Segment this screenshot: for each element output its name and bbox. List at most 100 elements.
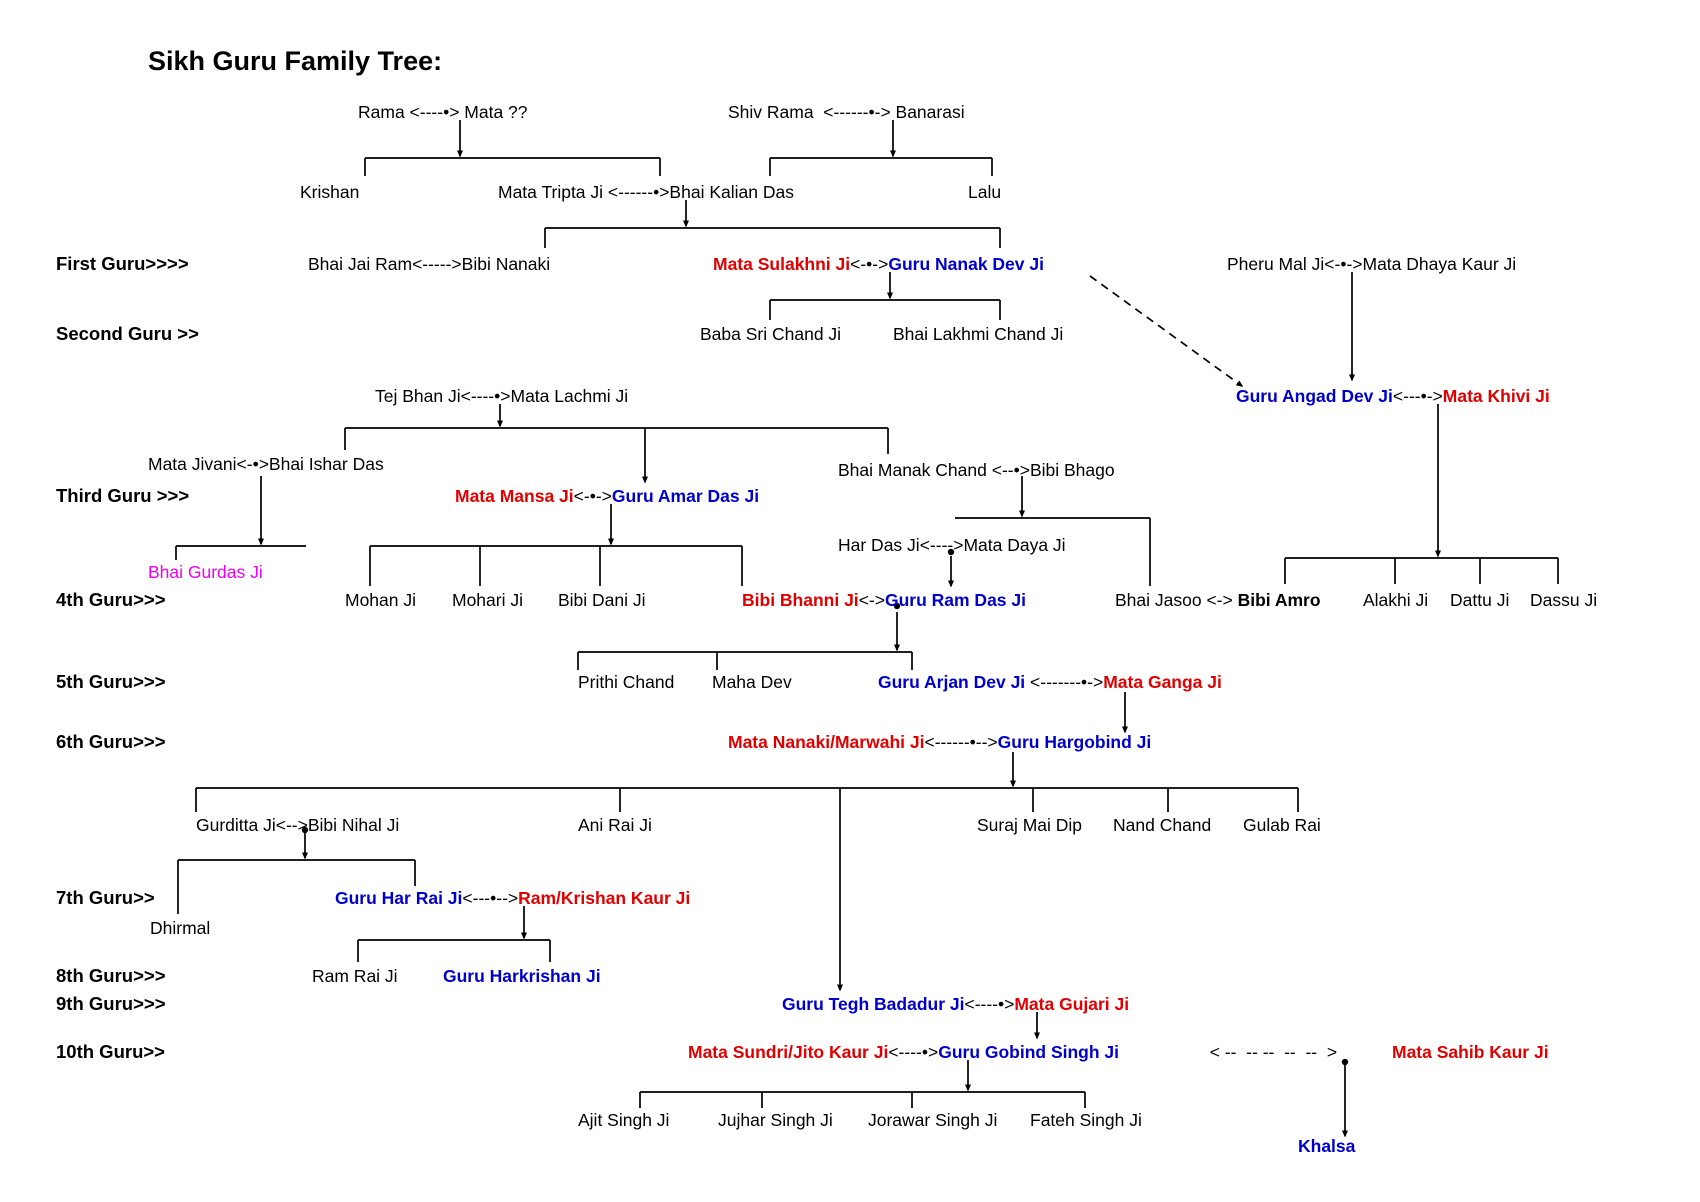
couple-jasoo-amro: Bhai Jasoo <-> Bibi Amro bbox=[1115, 590, 1321, 610]
couple-rama-mata-part-0: Rama <----•> Mata ?? bbox=[358, 101, 528, 122]
couple-nanaki-hargobind-part-0: Mata Nanaki/Marwahi Ji bbox=[728, 731, 925, 752]
person-khalsa-part-0: Khalsa bbox=[1298, 1135, 1356, 1156]
person-bibi-dani: Bibi Dani Ji bbox=[558, 590, 646, 610]
person-bibi-dani-part-0: Bibi Dani Ji bbox=[558, 589, 646, 610]
person-lalu: Lalu bbox=[968, 182, 1001, 202]
couple-gurditta-nihal: Gurditta Ji<-->Bibi Nihal Ji bbox=[196, 815, 399, 835]
couple-hardas-daya-part-0: Har Das Ji bbox=[838, 534, 920, 555]
person-suraj-mai-dip-part-0: Suraj Mai Dip bbox=[977, 814, 1083, 835]
label-6th-guru: 6th Guru>>> bbox=[56, 731, 166, 752]
person-khalsa: Khalsa bbox=[1298, 1136, 1355, 1156]
couple-tripta-kalian-part-0: Mata Tripta Ji <------•>Bhai Kalian Das bbox=[498, 181, 794, 202]
person-bhai-gurdas-part-0: Bhai Gurdas Ji bbox=[148, 561, 263, 582]
couple-jivani-ishar-part-1: <-•> bbox=[236, 453, 269, 474]
person-mohari: Mohari Ji bbox=[452, 590, 523, 610]
person-mohan-part-0: Mohan Ji bbox=[345, 589, 417, 610]
couple-sundri-gobind-part-0: Mata Sundri/Jito Kaur Ji bbox=[688, 1041, 889, 1062]
couple-harrai-ramkrishan: Guru Har Rai Ji<---•-->Ram/Krishan Kaur … bbox=[335, 888, 690, 908]
couple-pherumal-dhaya: Pheru Mal Ji<-•->Mata Dhaya Kaur Ji bbox=[1227, 254, 1516, 274]
person-guru-harkrishan-part-0: Guru Harkrishan Ji bbox=[443, 965, 601, 986]
couple-mansa-amardas: Mata Mansa Ji<-•->Guru Amar Das Ji bbox=[455, 486, 759, 506]
couple-bhanni-ramdas-part-1: <-> bbox=[858, 589, 885, 610]
couple-arjan-ganga-part-0: Guru Arjan Dev Ji bbox=[878, 671, 1031, 692]
couple-tegh-gujari: Guru Tegh Badadur Ji<----•>Mata Gujari J… bbox=[782, 994, 1129, 1014]
person-dattu-part-0: Dattu Ji bbox=[1450, 589, 1510, 610]
label-third-guru: Third Guru >>> bbox=[56, 485, 190, 506]
couple-sundri-gobind-part-2: Guru Gobind Singh Ji bbox=[938, 1041, 1120, 1062]
person-ram-rai: Ram Rai Ji bbox=[312, 966, 398, 986]
label-9th-guru: 9th Guru>>> bbox=[56, 993, 166, 1014]
couple-bhanni-ramdas-part-2: Guru Ram Das Ji bbox=[884, 589, 1026, 610]
couple-hardas-daya-part-2: Mata Daya Ji bbox=[963, 534, 1066, 555]
person-mata-sahib-kaur: Mata Sahib Kaur Ji bbox=[1392, 1042, 1549, 1062]
person-fateh-singh: Fateh Singh Ji bbox=[1030, 1110, 1142, 1130]
couple-mansa-amardas-part-1: <-•-> bbox=[573, 485, 612, 506]
couple-sundri-gobind: Mata Sundri/Jito Kaur Ji<----•>Guru Gobi… bbox=[688, 1042, 1119, 1062]
label-7th-guru: 7th Guru>> bbox=[56, 887, 155, 908]
couple-nanaki-hargobind-part-1: <------•--> bbox=[924, 731, 998, 752]
person-jujhar-singh: Jujhar Singh Ji bbox=[718, 1110, 833, 1130]
couple-harrai-ramkrishan-part-2: Ram/Krishan Kaur Ji bbox=[518, 887, 691, 908]
couple-shivrama-banarasi-part-0: Shiv Rama <------•-> Banarasi bbox=[728, 101, 965, 122]
person-baba-sri-chand: Baba Sri Chand Ji bbox=[700, 324, 841, 344]
label-10th-guru: 10th Guru>> bbox=[56, 1041, 165, 1062]
person-dhirmal-part-0: Dhirmal bbox=[150, 917, 211, 938]
person-ajit-singh: Ajit Singh Ji bbox=[578, 1110, 669, 1130]
couple-mansa-amardas-part-0: Mata Mansa Ji bbox=[455, 485, 574, 506]
couple-jasoo-amro-part-1: <-> bbox=[1206, 589, 1238, 610]
couple-arjan-ganga-part-1: <-------•-> bbox=[1030, 671, 1104, 692]
person-prithi-chand-part-0: Prithi Chand bbox=[578, 671, 675, 692]
couple-nanaki-hargobind-part-2: Guru Hargobind Ji bbox=[997, 731, 1152, 752]
couple-manak-bhago-part-1: <--•> bbox=[991, 459, 1030, 480]
couple-shivrama-banarasi: Shiv Rama <------•-> Banarasi bbox=[728, 102, 965, 122]
couple-sulakhni-nanak: Mata Sulakhni Ji<-•->Guru Nanak Dev Ji bbox=[713, 254, 1044, 274]
couple-manak-bhago-part-2: Bibi Bhago bbox=[1029, 459, 1115, 480]
couple-sundri-gobind-part-1: <----•> bbox=[888, 1041, 939, 1062]
person-bhai-gurdas: Bhai Gurdas Ji bbox=[148, 562, 263, 582]
couple-tegh-gujari-part-0: Guru Tegh Badadur Ji bbox=[782, 993, 965, 1014]
couple-arjan-ganga-part-2: Mata Ganga Ji bbox=[1103, 671, 1222, 692]
couple-jivani-ishar-part-2: Bhai Ishar Das bbox=[268, 453, 384, 474]
person-gulab-rai: Gulab Rai bbox=[1243, 815, 1321, 835]
person-krishan-part-0: Krishan bbox=[300, 181, 360, 202]
person-ram-rai-part-0: Ram Rai Ji bbox=[312, 965, 398, 986]
couple-sulakhni-nanak-part-0: Mata Sulakhni Ji bbox=[713, 253, 851, 274]
person-suraj-mai-dip: Suraj Mai Dip bbox=[977, 815, 1082, 835]
couple-gurditta-nihal-part-1: <--> bbox=[275, 814, 308, 835]
couple-tegh-gujari-part-2: Mata Gujari Ji bbox=[1014, 993, 1130, 1014]
couple-harrai-ramkrishan-part-0: Guru Har Rai Ji bbox=[335, 887, 463, 908]
person-mohan: Mohan Ji bbox=[345, 590, 416, 610]
couple-manak-bhago-part-0: Bhai Manak Chand bbox=[838, 459, 992, 480]
person-ani-rai: Ani Rai Ji bbox=[578, 815, 652, 835]
couple-tripta-kalian: Mata Tripta Ji <------•>Bhai Kalian Das bbox=[498, 182, 794, 202]
person-dassu: Dassu Ji bbox=[1530, 590, 1597, 610]
couple-pherumal-dhaya-part-2: Mata Dhaya Kaur Ji bbox=[1362, 253, 1517, 274]
couple-bhanni-ramdas: Bibi Bhanni Ji<->Guru Ram Das Ji bbox=[742, 590, 1026, 610]
couple-tejbhan-lachmi-part-2: Mata Lachmi Ji bbox=[510, 385, 629, 406]
couple-nanaki-hargobind: Mata Nanaki/Marwahi Ji<------•-->Guru Ha… bbox=[728, 732, 1151, 752]
couple-tegh-gujari-part-1: <----•> bbox=[964, 993, 1015, 1014]
person-dassu-part-0: Dassu Ji bbox=[1530, 589, 1598, 610]
couple-jairam-nanaki-part-0: Bhai Jai Ram<----->Bibi Nanaki bbox=[308, 253, 551, 274]
page-title: Sikh Guru Family Tree: bbox=[148, 46, 443, 76]
person-dhirmal: Dhirmal bbox=[150, 918, 210, 938]
person-fateh-singh-part-0: Fateh Singh Ji bbox=[1030, 1109, 1142, 1130]
marriage-dot bbox=[1341, 1058, 1349, 1066]
couple-rama-mata: Rama <----•> Mata ?? bbox=[358, 102, 528, 122]
link-dashed-sahib: < -- -- -- -- -- > bbox=[1200, 1042, 1342, 1062]
person-alakhi-part-0: Alakhi Ji bbox=[1363, 589, 1429, 610]
couple-sulakhni-nanak-part-2: Guru Nanak Dev Ji bbox=[888, 253, 1044, 274]
couple-harrai-ramkrishan-part-1: <---•--> bbox=[462, 887, 519, 908]
person-gulab-rai-part-0: Gulab Rai bbox=[1243, 814, 1321, 835]
couple-gurditta-nihal-part-2: Bibi Nihal Ji bbox=[307, 814, 400, 835]
person-jorawar-singh: Jorawar Singh Ji bbox=[868, 1110, 997, 1130]
successor-dashed-line bbox=[1089, 275, 1244, 387]
couple-angad-khivi: Guru Angad Dev Ji<---•->Mata Khivi Ji bbox=[1236, 386, 1550, 406]
person-bhai-lakhmi-chand: Bhai Lakhmi Chand Ji bbox=[893, 324, 1063, 344]
couple-tejbhan-lachmi: Tej Bhan Ji<----•>Mata Lachmi Ji bbox=[375, 386, 628, 406]
couple-sulakhni-nanak-part-1: <-•-> bbox=[850, 253, 889, 274]
couple-bhanni-ramdas-part-0: Bibi Bhanni Ji bbox=[742, 589, 859, 610]
couple-jairam-nanaki: Bhai Jai Ram<----->Bibi Nanaki bbox=[308, 254, 550, 274]
label-first-guru: First Guru>>>> bbox=[56, 253, 189, 274]
